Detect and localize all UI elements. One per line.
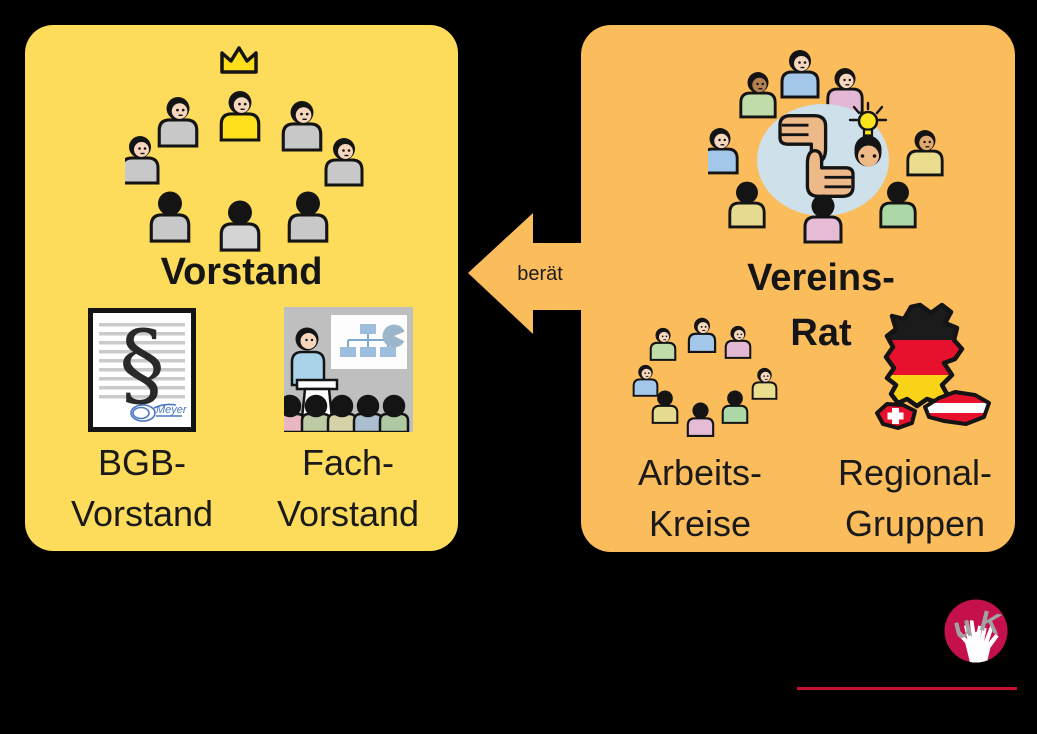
board-round-table-crown-icon	[125, 46, 364, 252]
bgb-vorstand-label: BGB- Vorstand	[42, 437, 242, 539]
dach-map-icon	[875, 302, 991, 430]
vorstand-title: Vorstand	[160, 251, 323, 293]
discussion-group-thumbs-icon	[708, 48, 944, 244]
crown-icon	[220, 46, 258, 74]
fach-label-line1: Fach-	[301, 442, 395, 483]
svg-text:Meyer: Meyer	[156, 404, 188, 416]
arbeitskreise-label: Arbeits- Kreise	[600, 447, 800, 549]
arbeitskreise-label-line2: Kreise	[648, 503, 752, 544]
regionalgruppen-label-line2: Gruppen	[844, 503, 986, 544]
regionalgruppen-label-line1: Regional-	[837, 452, 993, 493]
paragraph-document-icon: § Meyer	[88, 308, 196, 432]
vereinsrat-title-line2: Rat	[790, 312, 852, 354]
hands-circle-logo: u K	[944, 599, 1008, 663]
fach-label-line2: Vorstand	[276, 493, 420, 534]
arrow-label: berät	[517, 263, 563, 285]
austria-flag-map	[925, 392, 989, 424]
advises-arrow-icon	[468, 213, 583, 334]
vorstand-box: Vorstand § Meyer	[25, 25, 458, 551]
right-hand-shape	[970, 625, 999, 663]
idea-person-face	[854, 135, 882, 167]
vereinsrat-title-line1: Vereins-	[747, 257, 895, 299]
arbeitskreise-label-line1: Arbeits-	[637, 452, 763, 493]
paragraph-symbol: §	[119, 311, 165, 418]
lightbulb-icon	[848, 101, 888, 137]
vereinsrat-box: Vereins- Rat	[581, 25, 1015, 552]
pie-chart-graphic	[382, 324, 406, 348]
bgb-label-line2: Vorstand	[70, 493, 214, 534]
regionalgruppen-label: Regional- Gruppen	[815, 447, 1015, 549]
lecture-presentation-icon	[284, 307, 413, 432]
switzerland-flag-map	[875, 402, 917, 430]
people-circle-icon	[632, 316, 778, 437]
fach-vorstand-label: Fach- Vorstand	[248, 437, 448, 539]
audience-row	[284, 394, 410, 432]
logo-underline	[797, 687, 1017, 690]
bgb-label-line1: BGB-	[97, 442, 186, 483]
signature-scribble	[130, 403, 182, 422]
vereinsrat-title: Vereins- Rat	[627, 251, 1015, 361]
presenter-figure	[290, 327, 326, 387]
org-chart-graphic	[340, 324, 396, 357]
